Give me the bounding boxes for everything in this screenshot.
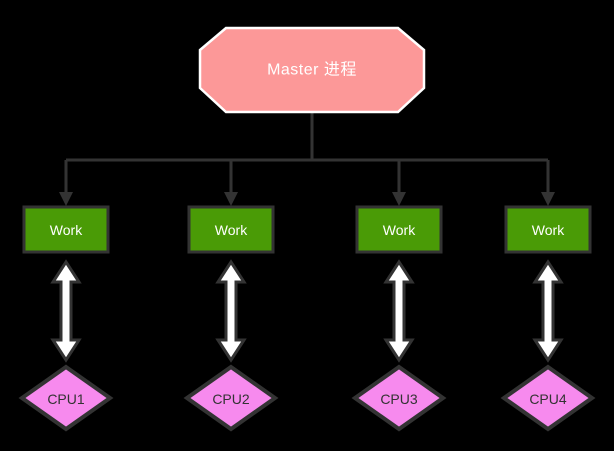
down-arrowhead-icon xyxy=(224,192,238,206)
cpu-node-1 xyxy=(18,364,114,432)
worker-node-4 xyxy=(504,205,592,254)
cpu-node-4-label: CPU4 xyxy=(529,391,567,407)
worker-node-2-label: Work xyxy=(215,222,248,238)
cpu-node-2 xyxy=(183,364,279,432)
down-arrowhead-icon xyxy=(59,192,73,206)
down-arrowhead-icon xyxy=(541,192,555,206)
master-node-label: Master 进程 xyxy=(267,61,357,79)
cpu-node-4 xyxy=(500,364,596,432)
worker-node-4-label: Work xyxy=(532,222,565,238)
bidirectional-arrow-icon-2 xyxy=(215,259,247,363)
worker-node-1-label: Work xyxy=(50,222,83,238)
worker-node-3-label: Work xyxy=(383,222,416,238)
bidirectional-arrow-icon-4 xyxy=(532,259,564,363)
cpu-node-2-label: CPU2 xyxy=(212,391,250,407)
worker-node-2 xyxy=(187,205,275,254)
cpu-node-3 xyxy=(351,364,447,432)
master-node xyxy=(198,26,426,114)
cpu-node-3-label: CPU3 xyxy=(380,391,418,407)
bidirectional-arrow-icon-1 xyxy=(50,259,82,363)
bidirectional-arrow-icon-3 xyxy=(383,259,415,363)
worker-node-3 xyxy=(355,205,443,254)
down-arrowhead-icon xyxy=(392,192,406,206)
worker-node-1 xyxy=(22,205,110,254)
cpu-node-1-label: CPU1 xyxy=(47,391,85,407)
